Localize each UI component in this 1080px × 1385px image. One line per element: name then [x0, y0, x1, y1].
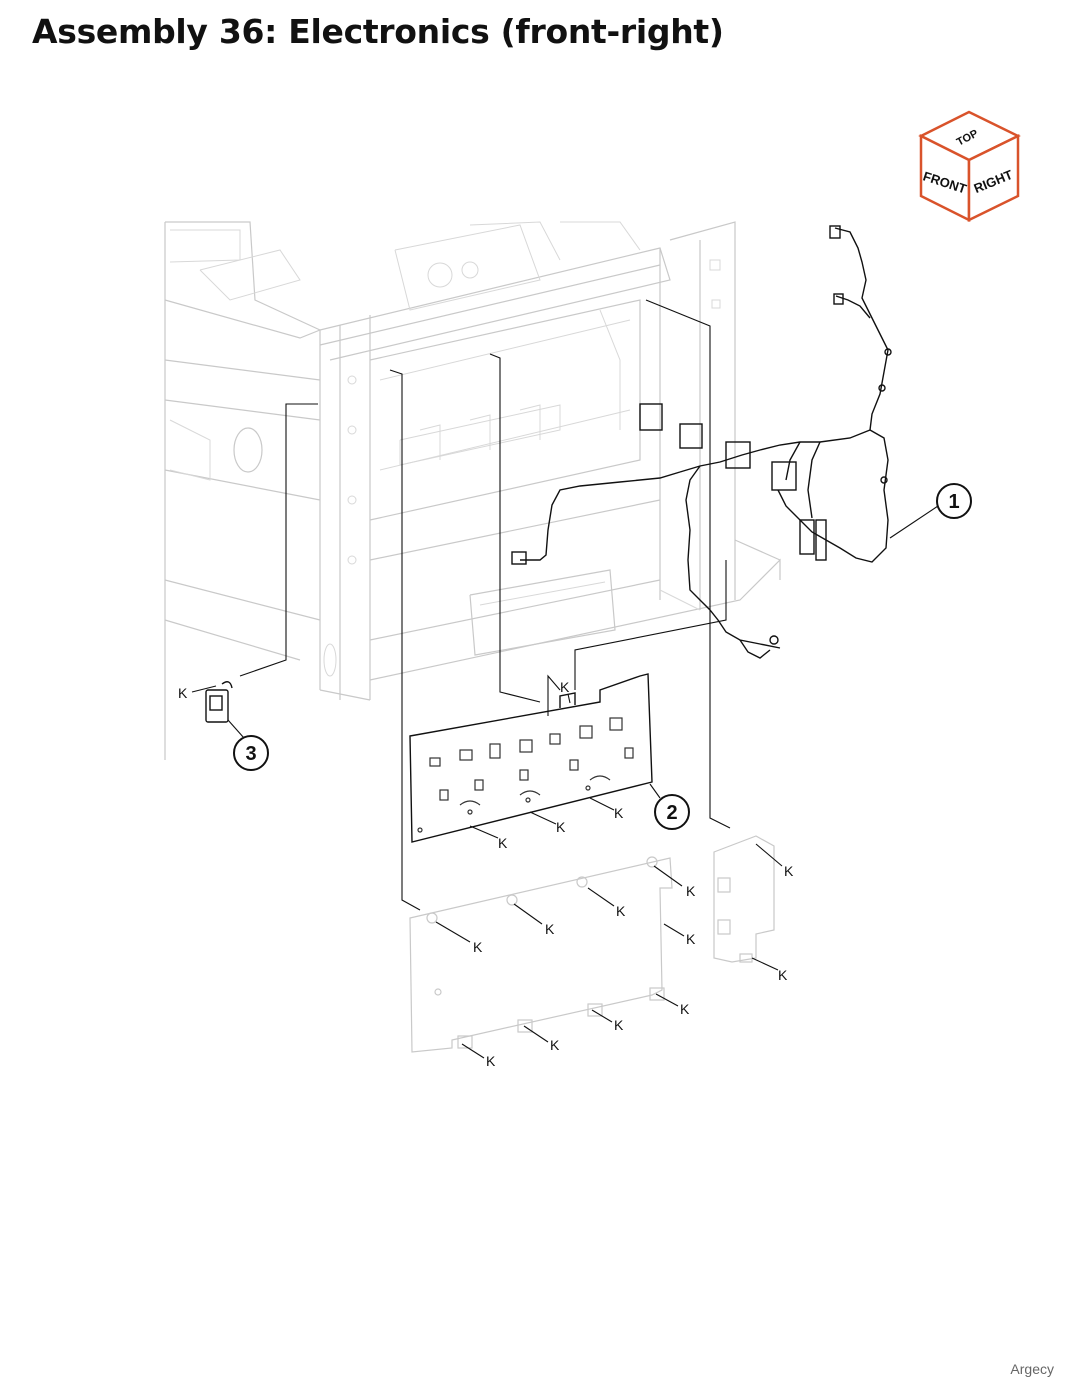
callout-2-number: 2 [666, 802, 677, 824]
wire-harness [511, 225, 892, 659]
page-title: Assembly 36: Electronics (front-right) [32, 12, 724, 51]
fastener-k-label: K [556, 819, 566, 835]
printer-chassis-outline [164, 221, 781, 760]
fastener-k-label: K [486, 1053, 496, 1069]
bracket-plates [409, 835, 775, 1053]
switch-part [205, 681, 233, 723]
fastener-k-label: K [545, 921, 555, 937]
fastener-k-label: K [473, 939, 483, 955]
fastener-k-label: K [686, 883, 696, 899]
callout-2: 2 [649, 783, 690, 830]
callout-3: 3 [227, 719, 269, 771]
fastener-k-label: K [178, 685, 188, 701]
fastener-k-label: K [784, 863, 794, 879]
fastener-k-label: K [616, 903, 626, 919]
fastener-labels: K K K K K K K K K K K K K K K K [178, 679, 794, 1069]
callout-1-number: 1 [948, 491, 959, 513]
fastener-k-label: K [778, 967, 788, 983]
fastener-k-label: K [560, 679, 570, 695]
fastener-k-label: K [498, 835, 508, 851]
alignment-lines [239, 299, 731, 911]
fastener-k-label: K [680, 1001, 690, 1017]
circuit-board [409, 673, 653, 843]
fastener-k-label: K [686, 931, 696, 947]
fastener-leaders [191, 685, 783, 1059]
footer-brand: Argecy [1010, 1361, 1054, 1377]
callout-3-number: 3 [245, 743, 256, 765]
callout-1: 1 [889, 483, 972, 539]
fastener-k-label: K [550, 1037, 560, 1053]
orientation-cube: TOP FRONT RIGHT [918, 110, 1021, 223]
fastener-k-label: K [614, 805, 624, 821]
fastener-k-label: K [614, 1017, 624, 1033]
